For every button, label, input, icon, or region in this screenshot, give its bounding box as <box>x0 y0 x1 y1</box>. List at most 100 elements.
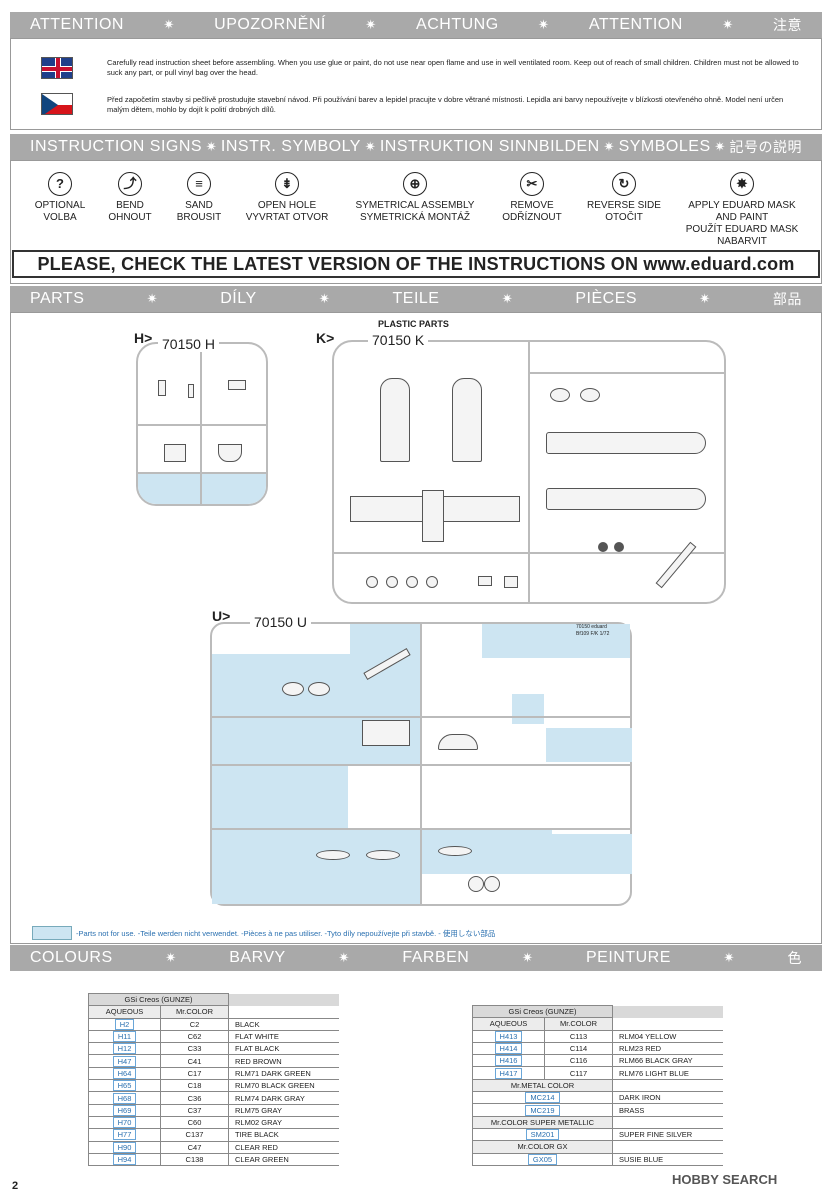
attention-band: ATTENTION ✷ UPOZORNĚNÍ ✷ ACHTUNG ✷ ATTEN… <box>10 12 822 38</box>
color-name: RLM76 LIGHT BLUE <box>612 1066 723 1080</box>
signs-band: INSTRUCTION SIGNS ✷ INSTR. SYMBOLY ✷ INS… <box>10 134 822 160</box>
sprue-runner <box>212 764 630 766</box>
star-icon: ✷ <box>699 291 711 306</box>
sprue-h-tag: H> <box>134 330 153 346</box>
table-header: GSi Creos (GUNZE) <box>472 1004 613 1019</box>
part <box>478 576 492 586</box>
star-icon: ✷ <box>163 17 175 32</box>
mr-code: C138 <box>160 1152 229 1167</box>
parts-jp: 部品 <box>772 291 802 307</box>
star-icon: ✷ <box>318 291 331 306</box>
mr-code: C113 <box>544 1029 613 1043</box>
star-icon: ✷ <box>538 17 550 32</box>
aqueous-code: H2 <box>114 1018 135 1030</box>
part <box>598 542 608 552</box>
part <box>282 682 304 696</box>
part <box>550 388 570 402</box>
sign-label: SAND BROUSIT <box>176 200 222 223</box>
part <box>228 380 246 390</box>
sprue-k <box>332 340 726 604</box>
reverse-icon: ↻ <box>612 172 636 196</box>
attention-box: Carefully read instruction sheet before … <box>10 38 822 130</box>
mr-code: C37 <box>160 1103 229 1117</box>
mr-code: C62 <box>160 1029 229 1044</box>
drill-icon: ⇟ <box>275 172 299 196</box>
mr-code: C137 <box>160 1128 229 1142</box>
color-name: DARK IRON <box>612 1091 723 1105</box>
color-name: RLM70 BLACK GREEN <box>228 1079 339 1093</box>
table-header: GSi Creos (GUNZE) <box>88 992 229 1007</box>
sign-mask: ✸ APPLY EDUARD MASK AND PAINT POUŽÍT EDU… <box>672 172 812 248</box>
star-icon: ✷ <box>205 139 218 154</box>
sprue-k-code: 70150 K <box>368 332 429 348</box>
colours-jp: 色 <box>787 950 802 966</box>
sprue-runner <box>138 424 266 426</box>
color-name: BRASS <box>612 1103 723 1117</box>
sign-optional: ? OPTIONAL VOLBA <box>0 172 120 224</box>
aqueous-code: H94 <box>112 1154 137 1165</box>
sand-icon: ≡ <box>187 172 211 196</box>
star-icon: ✷ <box>338 950 350 965</box>
attention-jp: 注意 <box>773 17 802 33</box>
aqueous-code: H64 <box>112 1067 137 1079</box>
colours-cz: BARVY <box>229 949 286 966</box>
mr-code: C41 <box>160 1054 229 1068</box>
parts-en: PARTS <box>30 290 85 307</box>
sprue-runner <box>528 342 530 602</box>
aqueous-code: H90 <box>112 1141 137 1153</box>
remove-icon: ✂ <box>520 172 544 196</box>
aqueous-code: H77 <box>112 1129 137 1141</box>
color-name: RLM74 DARK GRAY <box>228 1091 339 1105</box>
colours-fr: PEINTURE <box>585 949 671 966</box>
mask-icon: ✸ <box>730 172 754 196</box>
sign-sand: ≡ SAND BROUSIT <box>139 172 259 224</box>
metal-code: MC214 <box>525 1092 560 1104</box>
mr-code: C2 <box>160 1017 229 1031</box>
aqueous-code: H47 <box>112 1055 137 1067</box>
part <box>504 576 518 588</box>
metal-code: MC219 <box>525 1104 560 1116</box>
part <box>386 576 398 588</box>
mr-code: C60 <box>160 1115 229 1130</box>
table-row: MC219 BRASS <box>472 1103 723 1117</box>
sprue-runner <box>334 552 724 554</box>
part <box>426 576 438 588</box>
mr-code: C116 <box>544 1054 613 1068</box>
cz-flag-icon <box>41 93 73 115</box>
not-for-use-area <box>482 624 630 658</box>
aqueous-code: H65 <box>112 1080 137 1092</box>
color-name: FLAT WHITE <box>228 1030 339 1044</box>
color-name: BLACK <box>228 1018 339 1031</box>
signs-jp: 記号の説明 <box>729 139 802 155</box>
star-icon: ✷ <box>146 291 159 306</box>
sprue-u <box>210 622 632 906</box>
part <box>438 846 472 856</box>
sign-label: BEND OHNOUT <box>108 200 152 223</box>
part <box>308 682 330 696</box>
part <box>422 490 444 542</box>
not-for-use-area <box>546 728 632 762</box>
aqueous-code: H68 <box>112 1092 137 1104</box>
color-name: RLM75 GRAY <box>228 1104 339 1117</box>
col-mrcolor: Mr.COLOR <box>544 1017 613 1031</box>
part <box>546 488 706 510</box>
aqueous-code: H416 <box>494 1055 523 1067</box>
gx-code: GX05 <box>527 1153 558 1165</box>
part <box>380 378 410 462</box>
signs-fr: SYMBOLES <box>618 138 711 155</box>
watermark: HOBBY SEARCH <box>672 1172 778 1187</box>
color-name: SUPER FINE SILVER <box>612 1128 723 1142</box>
signs-de: INSTRUKTION SINNBILDEN <box>379 138 600 155</box>
page-number: 2 <box>12 1180 19 1192</box>
attention-cz: UPOZORNĚNÍ <box>214 16 326 33</box>
parts-de: TEILE <box>392 290 440 307</box>
parts-cz: DÍLY <box>220 290 257 307</box>
